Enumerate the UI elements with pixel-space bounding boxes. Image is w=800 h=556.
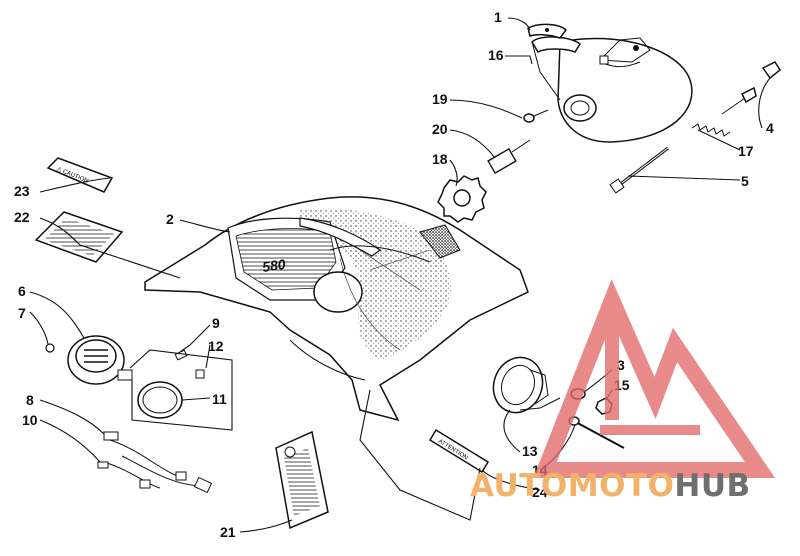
- callout-2: 2: [166, 211, 174, 227]
- callout-13: 13: [522, 443, 538, 459]
- callout-16: 16: [488, 47, 504, 63]
- leader-lines: [29, 17, 771, 533]
- caution-decal: ⚠ CAUTION: [46, 157, 114, 193]
- retaining-ring: [437, 175, 487, 223]
- callout-8: 8: [26, 392, 34, 408]
- callout-22: 22: [14, 209, 30, 225]
- headlight-housing: [531, 36, 693, 143]
- watermark-logo: [533, 279, 776, 478]
- adjuster-spring: [691, 86, 757, 137]
- callout-21: 21: [220, 524, 236, 540]
- callout-20: 20: [432, 121, 448, 137]
- watermark-hub: HUB: [674, 468, 751, 504]
- attention-decal: ATTENTION: [428, 428, 490, 474]
- callout-10: 10: [22, 412, 38, 428]
- tachometer: [492, 356, 549, 414]
- bulb-holder: [195, 369, 205, 379]
- callout-17: 17: [738, 143, 754, 159]
- headlight-bracket: [527, 23, 567, 39]
- callout-9: 9: [212, 315, 220, 331]
- speedometer: [67, 335, 133, 385]
- callout-18: 18: [432, 151, 448, 167]
- watermark-moto: MOTO: [567, 468, 675, 504]
- hood-badge: 580: [261, 256, 287, 275]
- wiring-harness: [97, 431, 213, 494]
- bulb-small: [174, 349, 188, 361]
- bulb-socket: [487, 139, 531, 175]
- callout-3: 3: [617, 357, 625, 373]
- callout-4: 4: [766, 120, 774, 136]
- callout-12: 12: [208, 338, 224, 354]
- callout-7: 7: [18, 305, 26, 321]
- watermark-text: AUTOMOTOHUB: [470, 468, 751, 504]
- watermark-auto: AUTO: [470, 468, 568, 504]
- headlight-bulb: [523, 109, 549, 123]
- mounting-ring: [137, 381, 183, 419]
- callout-11: 11: [212, 391, 227, 407]
- adjuster-clip: [761, 61, 781, 80]
- hood: [144, 196, 529, 422]
- callout-6: 6: [18, 283, 26, 299]
- callout-24: 24: [532, 484, 548, 500]
- speedometer-nut: [45, 343, 55, 353]
- callout-19: 19: [432, 91, 448, 107]
- headlight-bolt: [609, 146, 669, 194]
- callout-23: 23: [14, 183, 30, 199]
- info-decal: [275, 430, 329, 530]
- callout-5: 5: [741, 173, 749, 189]
- callout-1: 1: [494, 9, 502, 25]
- warning-decal: [34, 211, 124, 263]
